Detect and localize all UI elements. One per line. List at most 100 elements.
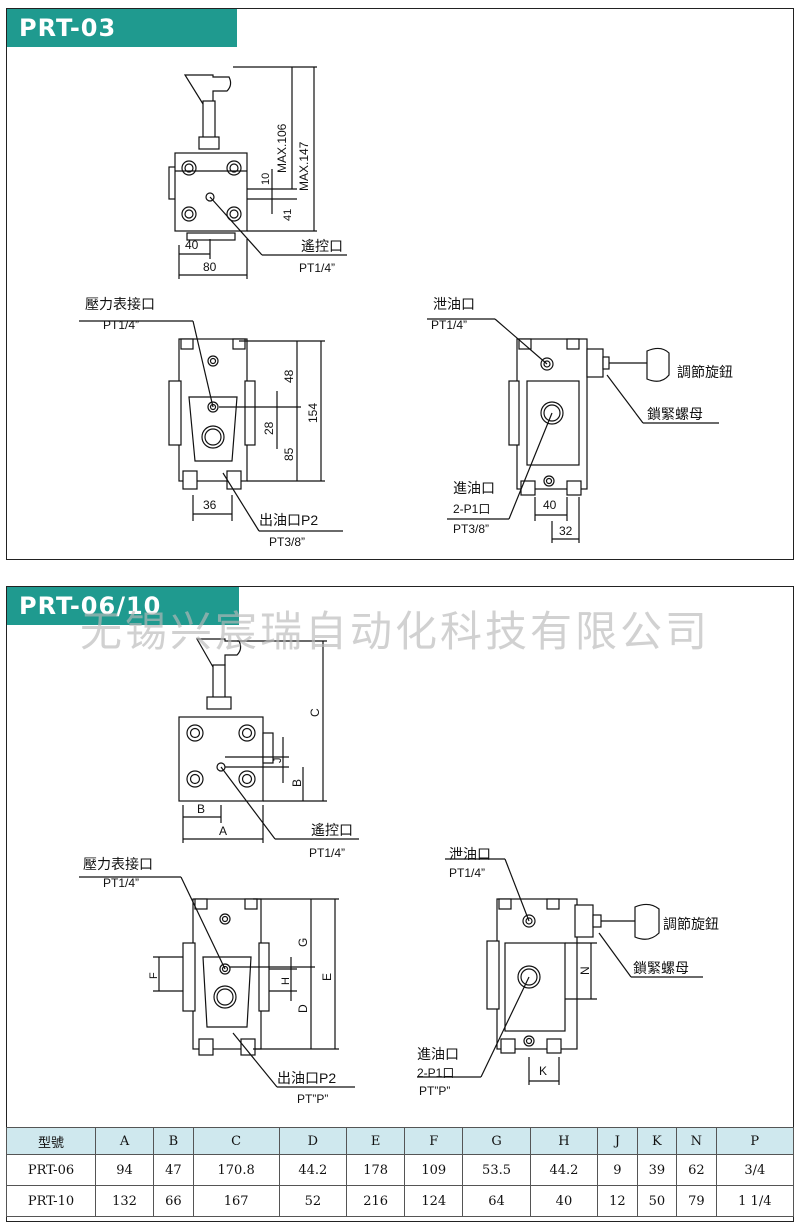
front-view: 壓力表接口 PT1/4” G E H D F 出油口P2 PT”P” [79, 856, 355, 1106]
outlet-port-spec: PT3/8” [269, 535, 305, 549]
dim-c: C [308, 708, 322, 717]
dim-48: 48 [282, 369, 296, 383]
table-cell: 167 [192, 1185, 280, 1217]
panel-title: PRT-06/10 [7, 587, 239, 625]
dim-40-side: 40 [543, 498, 557, 512]
drain-port-spec: PT1/4” [449, 866, 485, 880]
adjust-knob-label: 調節旋鈕 [663, 916, 719, 932]
dim-f: D [296, 1004, 310, 1013]
outlet-port-label: 出油口P2 [277, 1070, 336, 1086]
table-cell: PRT-10 [6, 1185, 96, 1217]
dim-e: E [320, 973, 334, 981]
col-c: C [192, 1127, 280, 1155]
dim-d: F [148, 972, 160, 979]
dim-n: N [578, 966, 592, 975]
inlet-port-spec: PT”P” [419, 1084, 450, 1098]
col-k: K [636, 1127, 678, 1155]
table-cell: 178 [346, 1154, 406, 1186]
col-e: E [346, 1127, 406, 1155]
inlet-port-spec: PT3/8” [453, 522, 489, 536]
side-view: 泄油口 PT1/4” 調節旋鈕 鎖緊螺母 進油口 2-P1口 PT3/8” 40… [427, 296, 733, 543]
dim-h: H [280, 977, 292, 985]
dim-k: K [539, 1064, 547, 1078]
col-p: P [715, 1127, 795, 1155]
table-cell: 53.5 [462, 1154, 531, 1186]
table-cell: 3/4 [715, 1154, 795, 1186]
table-cell: 39 [636, 1154, 678, 1186]
dim-max147: MAX.147 [297, 141, 311, 191]
table-cell: 9 [597, 1154, 638, 1186]
col-j: J [597, 1127, 638, 1155]
table-cell: 64 [462, 1185, 531, 1217]
remote-port-spec: PT1/4” [309, 846, 345, 860]
table-cell: 1 1/4 [715, 1185, 795, 1217]
remote-port-spec: PT1/4” [299, 261, 335, 275]
col-n: N [676, 1127, 717, 1155]
dim-32: 32 [559, 524, 573, 538]
adjust-knob-label: 調節旋鈕 [677, 364, 733, 380]
dim-41: 41 [282, 209, 294, 221]
table-cell: PRT-06 [6, 1154, 96, 1186]
prt-03-drawing: 40 80 MAX.106 MAX.147 10 41 遙控口 PT1/4” 壓… [79, 66, 733, 549]
front-view: 壓力表接口 PT1/4” 48 154 28 85 36 出油口P2 PT3/8… [79, 296, 343, 549]
dim-g: G [296, 938, 310, 947]
dim-36: 36 [203, 498, 217, 512]
prt-06-10-drawing: 遙控口 PT1/4” C J B B A [79, 638, 719, 1106]
inlet-port-name: 2-P1口 [417, 1066, 454, 1080]
dim-40: 40 [185, 238, 199, 252]
table-cell: 52 [278, 1185, 348, 1217]
top-view: 遙控口 PT1/4” C J B B A [178, 638, 359, 860]
table-cell: 40 [529, 1185, 599, 1217]
dim-154: 154 [306, 403, 320, 423]
prt-06-10-panel: PRT-06/10 遙控口 PT1/4” C J [6, 586, 794, 1222]
table-cell: 216 [346, 1185, 406, 1217]
table-cell: 66 [153, 1185, 194, 1217]
table-cell: 47 [153, 1154, 194, 1186]
table-cell: 12 [597, 1185, 638, 1217]
table-cell: 50 [636, 1185, 678, 1217]
drain-port-label: 泄油口 [433, 296, 475, 312]
dim-max106: MAX.106 [275, 123, 289, 173]
drain-port-label: 泄油口 [449, 846, 491, 862]
gauge-port-spec: PT1/4” [103, 318, 139, 332]
table-cell: 94 [94, 1154, 155, 1186]
dim-28: 28 [262, 421, 276, 435]
table-cell: 79 [676, 1185, 717, 1217]
inlet-port-label: 進油口 [453, 480, 495, 496]
dim-b-horizontal: B [197, 802, 205, 816]
dim-a: A [219, 824, 227, 838]
dim-80: 80 [203, 260, 217, 274]
remote-port-label: 遙控口 [311, 822, 353, 838]
inlet-port-name: 2-P1口 [453, 502, 490, 516]
outlet-port-label: 出油口P2 [259, 512, 318, 528]
gauge-port-label: 壓力表接口 [85, 296, 155, 312]
col-h: H [529, 1127, 599, 1155]
table-header-row: 型號 A B C D E F G H J K N P [6, 1127, 795, 1155]
dimension-table: 型號 A B C D E F G H J K N P PRT-06 94 47 … [6, 1127, 795, 1217]
table-cell: 124 [404, 1185, 464, 1217]
top-view: 40 80 MAX.106 MAX.147 10 41 遙控口 PT1/4” [168, 66, 347, 279]
table-cell: 44.2 [278, 1154, 348, 1186]
col-b: B [153, 1127, 194, 1155]
col-d: D [278, 1127, 348, 1155]
dim-85: 85 [282, 447, 296, 461]
col-a: A [94, 1127, 155, 1155]
prt-03-panel: PRT-03 [6, 8, 794, 560]
col-f: F [404, 1127, 464, 1155]
table-cell: 132 [94, 1185, 155, 1217]
gauge-port-label: 壓力表接口 [83, 856, 153, 872]
watermark-text: 无锡兴宸瑞自动化科技有限公司 [80, 607, 711, 656]
dim-b-vertical: B [290, 779, 304, 787]
dim-j: J [272, 758, 284, 764]
outlet-port-spec: PT”P” [297, 1092, 328, 1106]
table-row: PRT-10 132 66 167 52 216 124 64 40 12 50… [6, 1185, 795, 1217]
panel-title: PRT-03 [7, 9, 237, 47]
table-cell: 44.2 [529, 1154, 599, 1186]
table-cell: 170.8 [192, 1154, 280, 1186]
remote-port-label: 遙控口 [301, 238, 343, 254]
table-cell: 62 [676, 1154, 717, 1186]
inlet-port-label: 進油口 [417, 1046, 459, 1062]
table-cell: 109 [404, 1154, 464, 1186]
dim-10: 10 [260, 173, 272, 185]
side-view: 泄油口 PT1/4” 調節旋鈕 鎖緊螺母 N 進油口 2-P1口 PT”P” K [417, 846, 719, 1098]
